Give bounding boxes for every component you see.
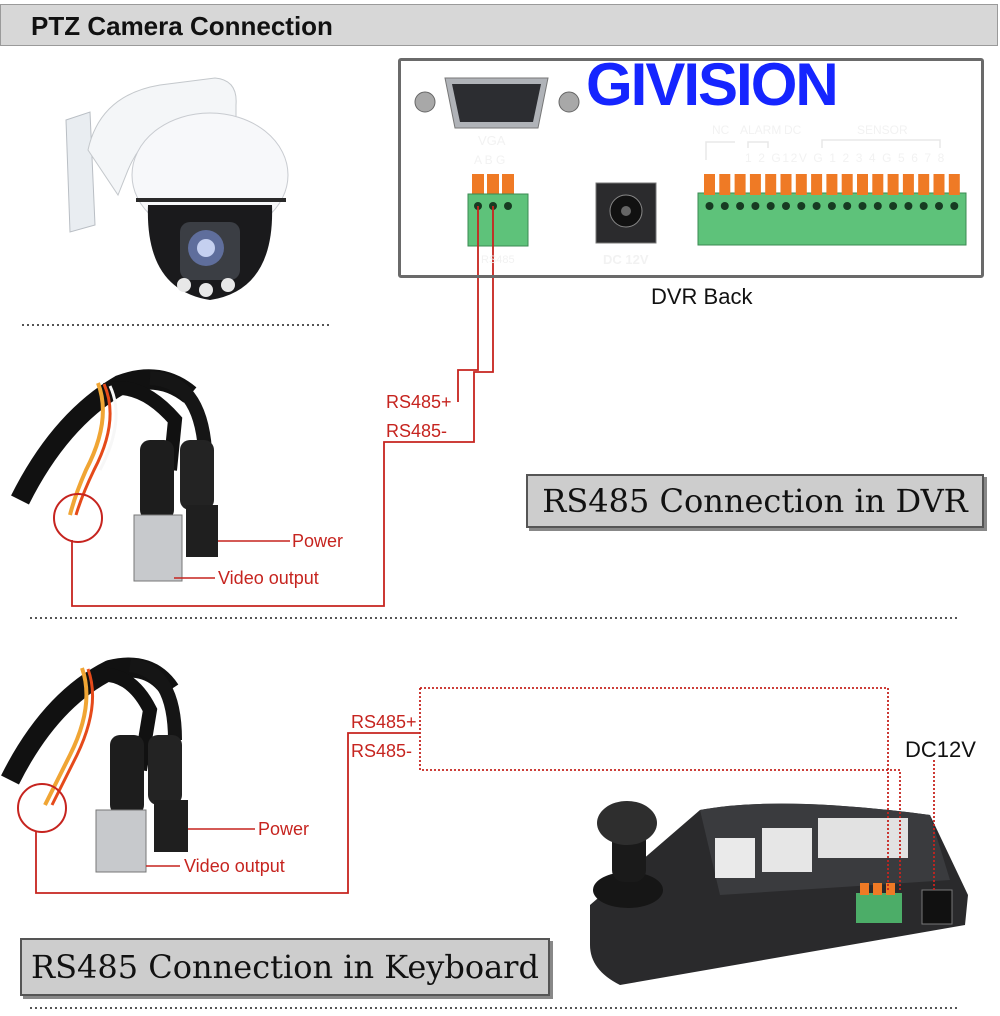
terminal-screw bbox=[734, 174, 746, 195]
terminal-screw bbox=[749, 174, 761, 195]
vga-label: VGA bbox=[478, 133, 506, 148]
dc-port-label: DC 12V bbox=[603, 252, 649, 267]
sensor-bracket bbox=[821, 139, 941, 148]
keyboard-controller-image bbox=[590, 801, 968, 985]
terminal-hole bbox=[843, 202, 852, 210]
page-title: PTZ Camera Connection bbox=[31, 11, 333, 41]
terminal-screw bbox=[811, 174, 823, 195]
rs485-minus-label-keyboard: RS485- bbox=[351, 741, 413, 761]
terminal-numbers: 1 2 G12V G 1 2 3 4 G 5 6 7 8 bbox=[745, 151, 946, 165]
terminal-hole bbox=[919, 202, 928, 210]
terminal-screw bbox=[933, 174, 945, 195]
vga-pins-label: A B G bbox=[474, 153, 506, 167]
terminal-hole bbox=[950, 202, 959, 210]
dvr-back-caption: DVR Back bbox=[651, 284, 753, 309]
alarm-bracket bbox=[747, 141, 769, 148]
brand-logo: GIVISION bbox=[586, 51, 839, 118]
terminal-hole bbox=[935, 202, 943, 210]
rs485-plus-label-dvr: RS485+ bbox=[386, 392, 452, 412]
nc-bracket bbox=[705, 141, 735, 160]
terminal-screw bbox=[857, 174, 868, 195]
terminal-hole bbox=[904, 202, 913, 210]
video-output-label-keyboard: Video output bbox=[184, 856, 285, 876]
terminal-hole bbox=[736, 202, 745, 210]
terminal-screw bbox=[719, 174, 731, 195]
dc12v-label: DC12V bbox=[905, 737, 976, 762]
nc-label: NC bbox=[712, 123, 730, 137]
rs485-port-label: RS485 bbox=[481, 254, 515, 266]
terminal-screw bbox=[872, 174, 884, 195]
terminal-hole bbox=[873, 202, 882, 210]
terminal-hole bbox=[705, 202, 714, 210]
video-output-label-dvr: Video output bbox=[218, 568, 319, 588]
terminal-screw bbox=[841, 174, 853, 195]
terminal-screw bbox=[948, 174, 960, 195]
terminal-screw bbox=[765, 174, 777, 195]
terminal-screw bbox=[704, 174, 715, 195]
terminal-hole bbox=[797, 202, 806, 210]
terminal-screw bbox=[826, 174, 838, 195]
terminal-hole bbox=[766, 202, 775, 210]
terminal-screw bbox=[902, 174, 914, 195]
sensor-label: SENSOR bbox=[857, 123, 908, 137]
power-label-keyboard: Power bbox=[258, 819, 310, 839]
terminal-screw bbox=[887, 174, 899, 195]
dvr-section-title: RS485 Connection in DVR bbox=[526, 474, 984, 528]
terminal-hole bbox=[889, 202, 898, 210]
rs485-plus-label-keyboard: RS485+ bbox=[351, 712, 417, 732]
terminal-hole bbox=[827, 202, 836, 210]
ptz-camera-image bbox=[65, 77, 289, 300]
rs485-wiring-dvr bbox=[71, 206, 494, 607]
header-bar: PTZ Camera Connection bbox=[0, 4, 998, 46]
terminal-hole bbox=[751, 202, 760, 210]
terminal-screw bbox=[795, 174, 807, 195]
terminal-hole bbox=[812, 202, 821, 210]
dc-jack bbox=[595, 182, 657, 244]
camera-cable-image-keyboard bbox=[1, 657, 188, 873]
vga-connector bbox=[414, 77, 580, 129]
rs485-minus-label-dvr: RS485- bbox=[386, 421, 448, 441]
alarm-sensor-terminal bbox=[697, 174, 967, 246]
terminal-screw bbox=[918, 174, 930, 195]
terminal-screw bbox=[780, 174, 792, 195]
camera-cable-image-dvr bbox=[11, 369, 218, 582]
keyboard-section-title: RS485 Connection in Keyboard bbox=[20, 938, 550, 996]
terminal-hole bbox=[782, 202, 790, 210]
terminal-hole bbox=[858, 202, 867, 210]
dc-top-label: DC bbox=[784, 123, 802, 137]
terminal-hole bbox=[720, 202, 729, 210]
power-label-dvr: Power bbox=[292, 531, 344, 551]
rs485-wiring-keyboard bbox=[35, 687, 935, 894]
dvr-back-panel bbox=[398, 58, 984, 278]
alarm-label: ALARM bbox=[740, 123, 782, 137]
